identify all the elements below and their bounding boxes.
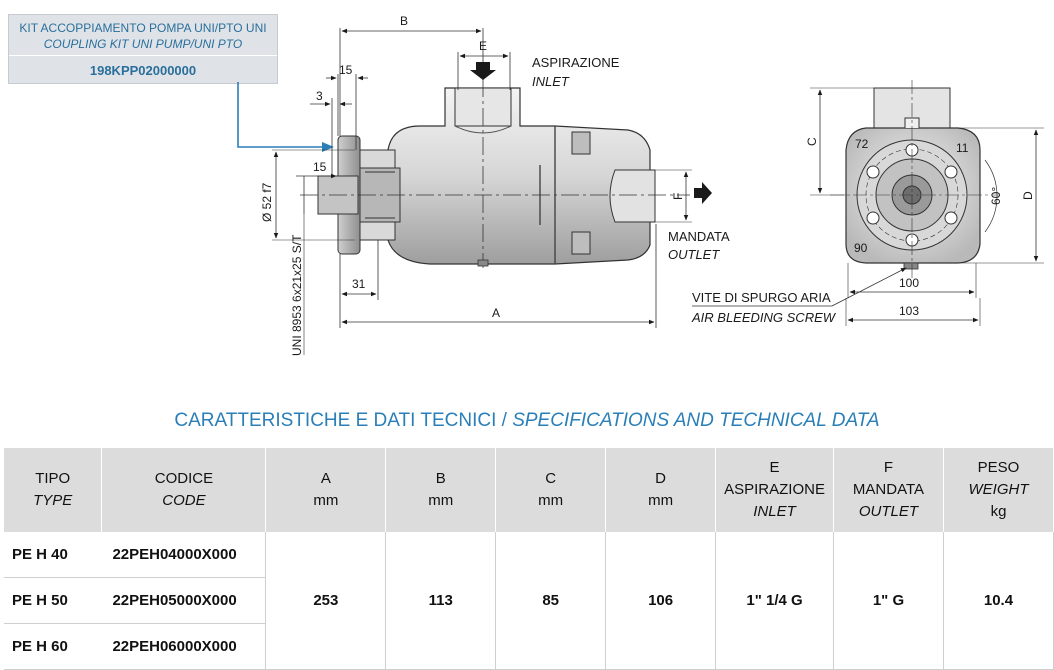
inlet-flow-arrow [470, 62, 496, 80]
air-screw-label-it: VITE DI SPURGO ARIA [692, 290, 831, 305]
dim-103: 103 [899, 304, 919, 318]
kit-separator [9, 55, 277, 56]
row-tipo: PE H 60 [4, 623, 103, 670]
row-tipo: PE H 40 [4, 532, 103, 578]
kit-title-it: KIT ACCOPPIAMENTO POMPA UNI/PTO UNI [19, 21, 267, 35]
inlet-label-it: ASPIRAZIONE [532, 55, 620, 70]
pump-body [387, 87, 651, 265]
value-a: 253 [265, 532, 387, 670]
dim-100: 100 [899, 276, 919, 290]
dim-b: B [400, 14, 408, 28]
table-row: PE H 40 22PEH04000X000 253 113 85 106 1"… [4, 532, 1054, 670]
kit-code: 198KPP02000000 [89, 63, 197, 78]
section-title: CARATTERISTICHE E DATI TECNICI / SPECIFI… [0, 410, 1054, 432]
dim-60: 60° [989, 187, 1003, 205]
dim-90: 90 [854, 241, 868, 255]
row-codice: 22PEH06000X000 [101, 623, 267, 670]
pump-front-view: 72 11 90 60° C D 100 103 VITE DI SPURGO … [691, 80, 1044, 326]
dim-e: E [479, 39, 487, 53]
dim-f: F [671, 193, 685, 200]
inlet-label-en: INLET [532, 74, 570, 89]
kit-leader-arrow [237, 82, 334, 152]
dim-d: D [1021, 191, 1035, 200]
value-f: 1" G [833, 532, 944, 670]
row-codice: 22PEH04000X000 [101, 532, 267, 578]
dim-uni-spline: UNI 8953 6x21x25 S/T [290, 234, 304, 356]
table-row: PE H 50 22PEH05000X000 [4, 577, 1054, 624]
dim-c: C [805, 137, 819, 146]
dim-a: A [492, 306, 500, 320]
value-c: 85 [495, 532, 607, 670]
dim-52: Ø 52 f7 [260, 182, 274, 222]
section-title-en: SPECIFICATIONS AND TECHNICAL DATA [512, 410, 880, 431]
coupling-kit-label: KIT ACCOPPIAMENTO POMPA UNI/PTO UNI COUP… [8, 14, 278, 84]
section-title-it: CARATTERISTICHE E DATI TECNICI / [174, 410, 507, 431]
dim-3: 3 [316, 89, 323, 103]
kit-title-en: COUPLING KIT UNI PUMP/UNI PTO [43, 37, 243, 51]
outlet-port [609, 169, 656, 223]
outlet-flow-arrow [694, 182, 712, 204]
dim-11: 11 [956, 141, 969, 155]
row-tipo: PE H 50 [4, 577, 103, 624]
value-e: 1" 1/4 G [715, 532, 835, 670]
dim-15-side: 15 [313, 160, 327, 174]
value-peso: 10.4 [943, 532, 1054, 670]
outlet-label-en: OUTLET [668, 247, 720, 262]
dim-15-top: 15 [339, 63, 353, 77]
value-d: 106 [605, 532, 717, 670]
value-b: 113 [385, 532, 497, 670]
air-screw-label-en: AIR BLEEDING SCREW [691, 310, 837, 325]
outlet-label-it: MANDATA [668, 229, 730, 244]
row-codice: 22PEH05000X000 [101, 577, 267, 624]
dim-72: 72 [855, 137, 869, 151]
pump-side-view: B E ASPIRAZIONE INLET 15 3 15 Ø 52 f7 UN… [260, 14, 730, 356]
dim-31: 31 [352, 277, 366, 291]
pump-technical-drawing: B E ASPIRAZIONE INLET 15 3 15 Ø 52 f7 UN… [237, 14, 1044, 356]
